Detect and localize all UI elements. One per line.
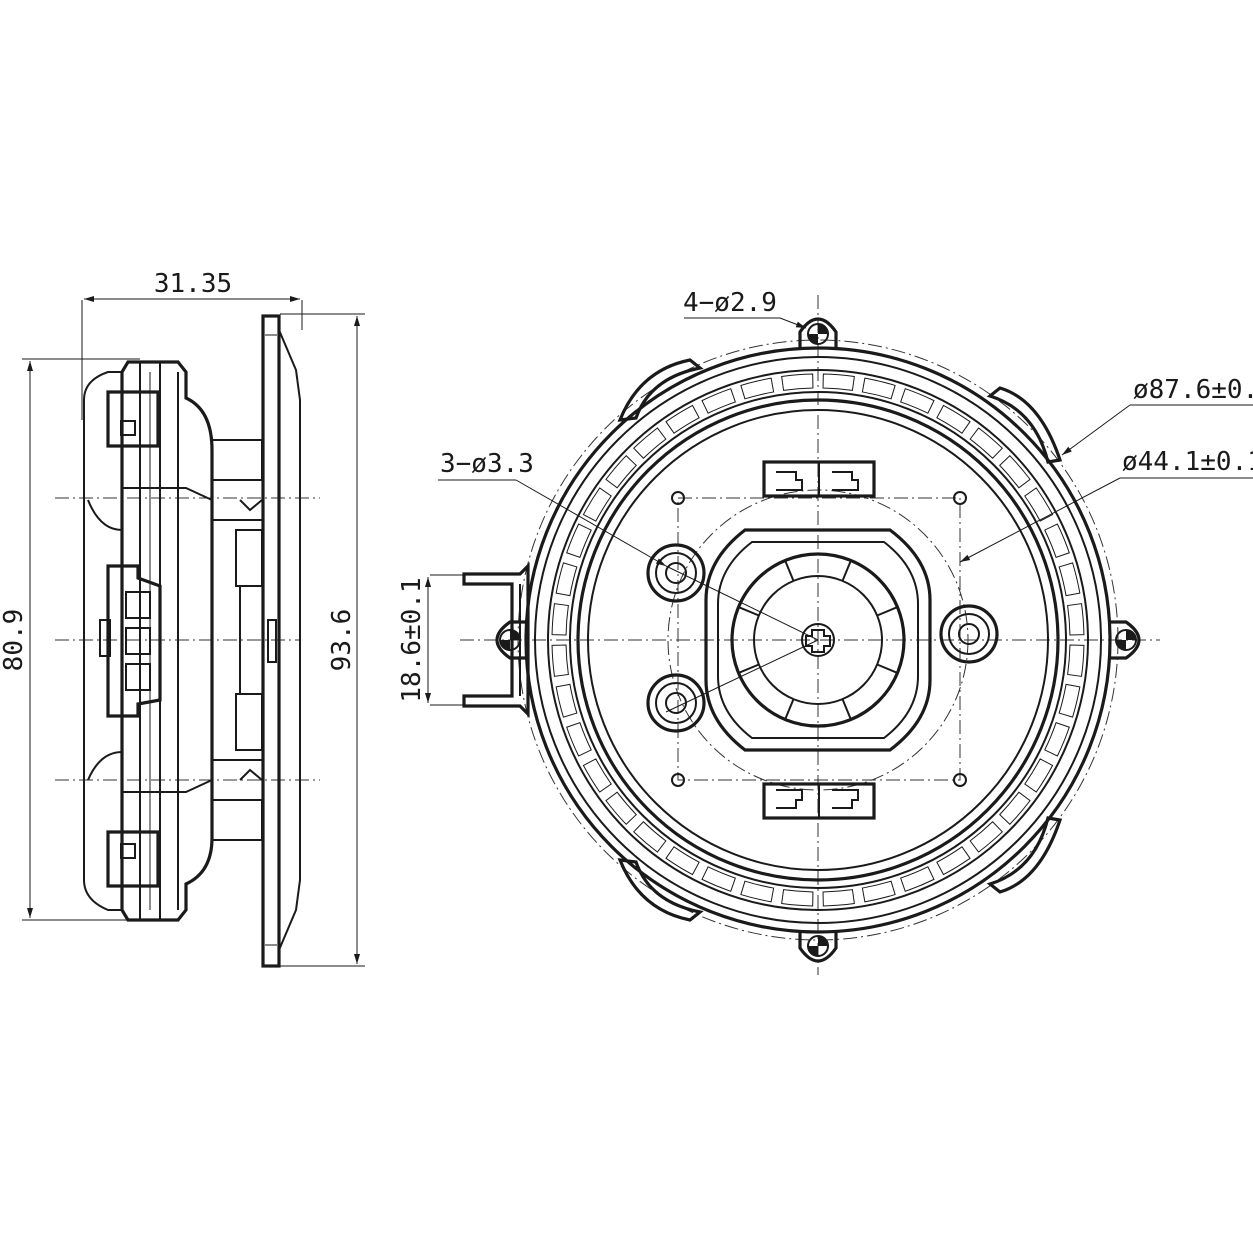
vent-slot [1024,487,1054,522]
vent-slot [1067,644,1085,677]
screw-boss-upper-left [646,543,706,603]
vent-slot [582,758,612,793]
cup-spoke [738,606,760,617]
speaker-body-side [83,360,263,922]
connector-front [425,562,530,718]
terminal-top [762,460,876,498]
cone-rim [576,398,1060,882]
vent-slot [555,562,578,597]
cup-spoke [876,663,898,674]
vent-slot [551,603,569,636]
vent-slot [551,644,569,677]
leader-lines [438,317,1253,713]
vent-slot [1058,562,1081,597]
vent-slot [605,791,637,825]
vent-slot [1044,523,1070,558]
vent-slot [936,846,971,876]
label-inner-circle: ø44.1±0.1 [1122,447,1253,477]
label-mount-holes: 4−ø2.9 [683,288,777,318]
vent-slot [1067,603,1085,636]
terminal-bottom [762,782,876,820]
vent-slot [900,388,935,414]
label-screw-holes: 3−ø3.3 [440,449,534,479]
vent-slot [605,455,637,489]
screw-boss-right [939,604,999,664]
outer-frame [524,346,1112,934]
vent-slot [665,404,700,434]
dimension-width-side: 31.35 [154,269,232,299]
vent-slot [555,683,578,718]
mount-tab-top [798,317,838,350]
side-view-dimensions [22,296,365,967]
cup-spoke [784,560,795,582]
vent-slot [566,722,592,757]
vent-slot [740,880,775,903]
side-view: 31.35 80.9 93.6 [0,269,365,968]
connector-side [99,564,162,718]
cup-spoke [784,698,795,720]
vent-slot [1024,758,1054,793]
vent-slot-ring [551,373,1085,907]
vent-slot [822,373,855,391]
magnet-cup [704,528,932,752]
vent-slot [633,821,667,853]
cup-spoke [876,606,898,617]
vent-slot [900,866,935,892]
vent-slot [781,373,814,391]
vent-slot [701,866,736,892]
front-view: 4−ø2.9 ø87.6±0.1 ø44.1±0.1 3−ø3.3 18.6±0… [397,288,1253,975]
vent-slot [582,487,612,522]
cup-spoke [841,698,852,720]
vent-slot [936,404,971,434]
label-bolt-circle: ø87.6±0.1 [1133,375,1253,405]
flange-plate [261,314,301,968]
vent-slot [999,455,1031,489]
vent-slot [861,880,896,903]
mount-tab-right [1108,620,1141,660]
vent-slot [969,821,1003,853]
vent-slot [633,427,667,459]
cup-spoke [738,663,760,674]
mount-tab-bottom [798,930,838,963]
vent-slot [1044,722,1070,757]
dimension-height-flange: 93.6 [327,609,357,672]
cup-spoke [841,560,852,582]
vent-slot [740,377,775,400]
vent-slot [781,889,814,907]
vent-slot [999,791,1031,825]
screw-boss-lower-left [646,673,706,733]
dimension-height-side: 80.9 [0,609,29,672]
label-connector-gap: 18.6±0.1 [397,577,427,702]
vent-slot [665,846,700,876]
vent-slot [701,388,736,414]
vent-slot [1058,683,1081,718]
vent-slot [861,377,896,400]
vent-slot [969,427,1003,459]
vent-slot [822,889,855,907]
vent-slot [566,523,592,558]
